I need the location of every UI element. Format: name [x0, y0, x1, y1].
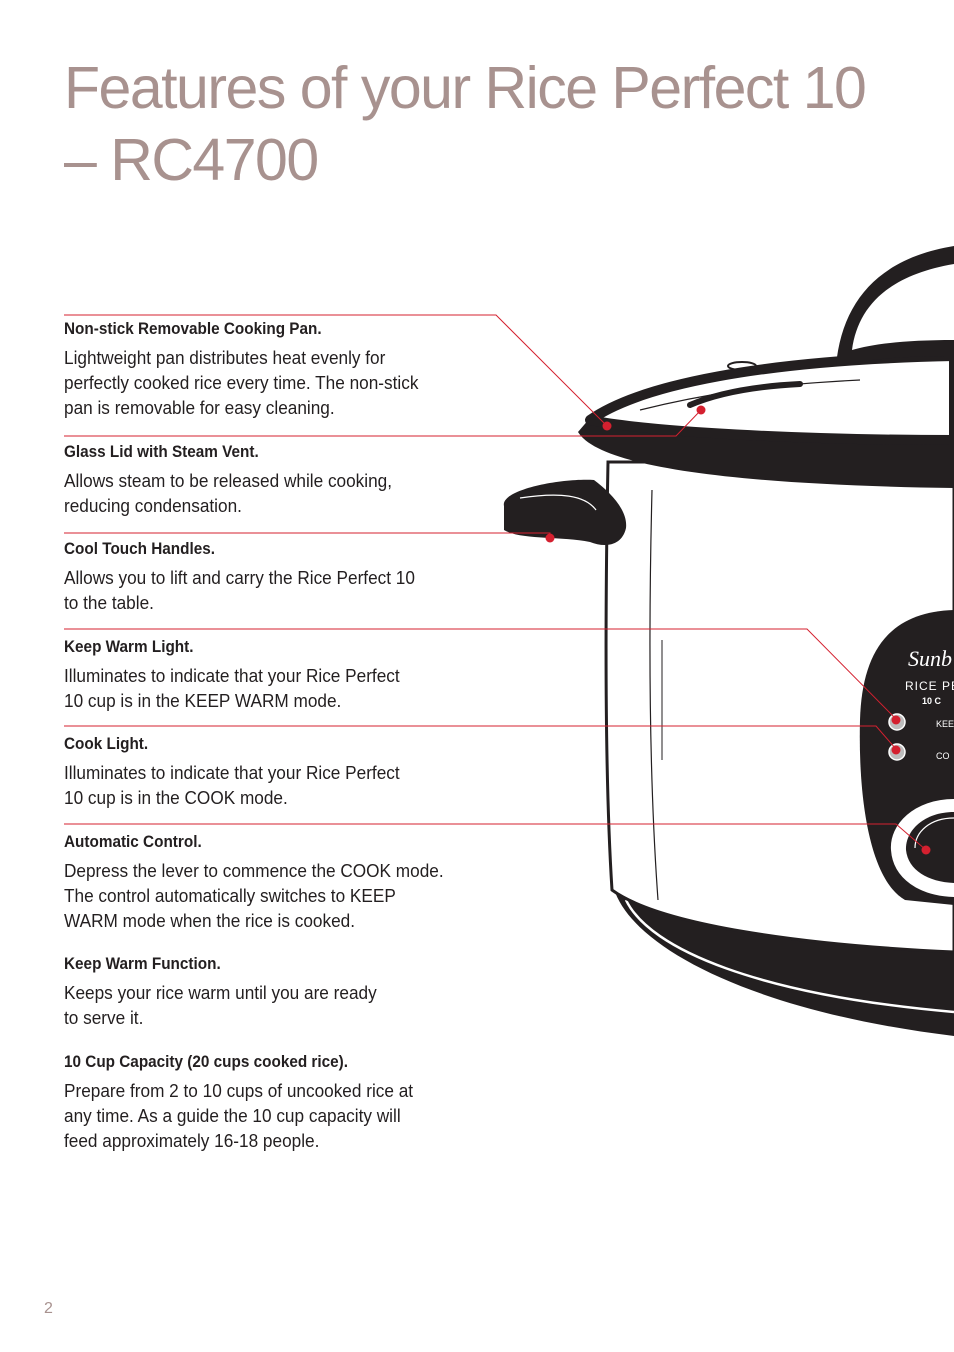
panel-line: RICE PE [905, 679, 954, 693]
callout-line-control [64, 823, 927, 851]
page-title: Features of your Rice Perfect 10 – RC470… [64, 52, 867, 196]
feature-heading: 10 Cup Capacity (20 cups cooked rice). [64, 1052, 349, 1071]
callout-dots [545, 405, 931, 855]
feature-body: Allows you to lift and carry the Rice Pe… [64, 567, 415, 613]
panel-keep-label: KEE [936, 719, 954, 729]
feature-heading: Automatic Control. [64, 832, 202, 851]
panel-cook-label: CO [936, 751, 950, 761]
feature-handles: Cool Touch Handles. Allows you to lift a… [64, 537, 504, 615]
feature-body: Depress the lever to commence the COOK m… [64, 860, 444, 931]
callout-line-cooking-pan [64, 314, 608, 427]
page-title-line-1: Features of your Rice Perfect 10 [64, 55, 867, 121]
page-number: 2 [44, 1300, 53, 1317]
feature-body: Illuminates to indicate that your Rice P… [64, 762, 400, 808]
feature-body: Prepare from 2 to 10 cups of uncooked ri… [64, 1080, 414, 1151]
feature-keep-warm-light: Keep Warm Light. Illuminates to indicate… [64, 635, 504, 713]
callout-dot-handles [545, 533, 555, 543]
feature-body: Illuminates to indicate that your Rice P… [64, 665, 400, 711]
callout-dot-cook [891, 745, 901, 755]
callout-line-cook [64, 725, 897, 750]
feature-automatic-control: Automatic Control. Depress the lever to … [64, 830, 504, 933]
callout-lines [64, 314, 927, 851]
callout-dot-cooking-pan [602, 421, 612, 431]
feature-cooking-pan: Non-stick Removable Cooking Pan. Lightwe… [64, 317, 504, 420]
feature-heading: Non-stick Removable Cooking Pan. [64, 319, 322, 338]
callout-dot-glass-lid [696, 405, 706, 415]
feature-heading: Glass Lid with Steam Vent. [64, 442, 259, 461]
page-title-line-2: – RC4700 [64, 127, 319, 193]
feature-body: Keeps your rice warm until you are ready… [64, 982, 377, 1028]
glass-lid [585, 351, 954, 445]
callout-dot-control [921, 845, 931, 855]
feature-heading: Keep Warm Light. [64, 637, 194, 656]
feature-capacity: 10 Cup Capacity (20 cups cooked rice). P… [64, 1050, 504, 1153]
feature-heading: Cool Touch Handles. [64, 539, 216, 558]
callout-line-glass-lid [64, 409, 702, 437]
panel-brand: Sunb [908, 646, 952, 671]
feature-keep-warm-function: Keep Warm Function. Keeps your rice warm… [64, 952, 504, 1030]
feature-body: Allows steam to be released while cookin… [64, 470, 393, 516]
feature-cook-light: Cook Light. Illuminates to indicate that… [64, 732, 504, 810]
callout-dot-keep-warm [891, 715, 901, 725]
feature-body: Lightweight pan distributes heat evenly … [64, 347, 419, 418]
panel-capacity: 10 C [922, 696, 942, 706]
feature-heading: Cook Light. [64, 734, 149, 753]
callout-line-keep-warm [64, 628, 897, 720]
feature-glass-lid: Glass Lid with Steam Vent. Allows steam … [64, 440, 504, 518]
cooker-body [604, 460, 954, 954]
feature-heading: Keep Warm Function. [64, 954, 221, 973]
